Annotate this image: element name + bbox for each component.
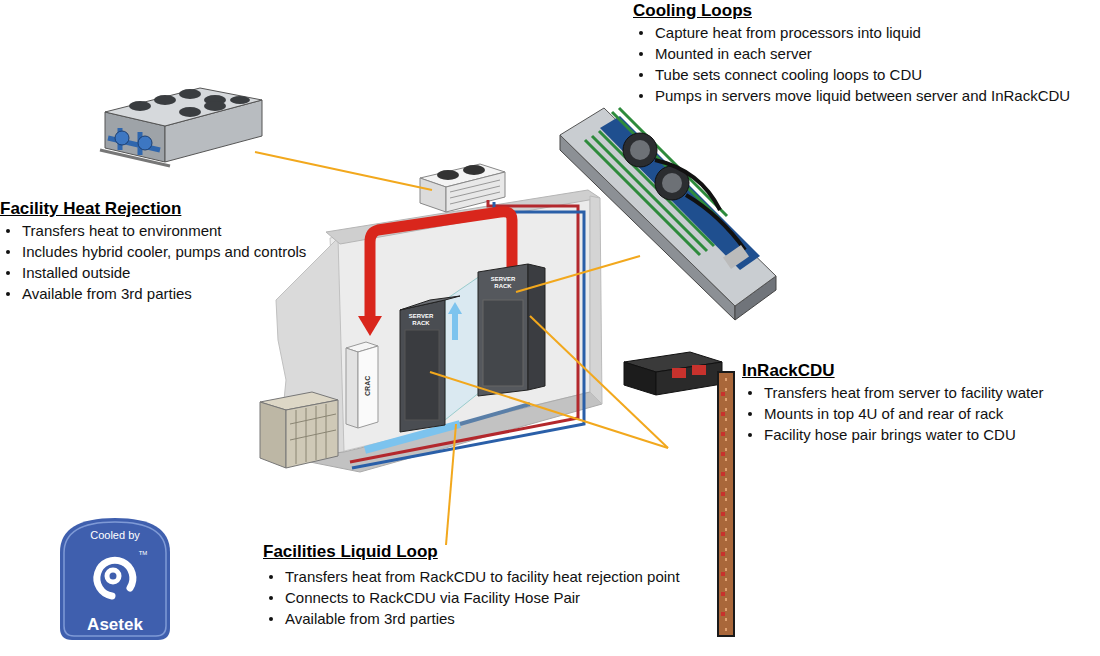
bullet-text: Capture heat from processors into liquid bbox=[655, 22, 1100, 43]
bullet-text: Tube sets connect cooling loops to CDU bbox=[655, 64, 1100, 85]
bullet-row: Connects to RackCDU via Facility Hose Pa… bbox=[263, 587, 743, 608]
bullet-dot bbox=[639, 31, 643, 35]
server-tray bbox=[560, 108, 776, 320]
cooling-loops-callout: Cooling LoopsCapture heat from processor… bbox=[633, 0, 1100, 106]
brand-name: Asetek bbox=[60, 616, 170, 633]
bullet-text: Facility hose pair brings water to CDU bbox=[764, 424, 1100, 445]
bullet-dot bbox=[748, 391, 752, 395]
bullet-dot bbox=[6, 229, 10, 233]
data-center-building bbox=[276, 190, 602, 472]
liquid-loop-callout: Facilities Liquid LoopTransfers heat fro… bbox=[263, 541, 743, 629]
bullet-text: Transfers heat from server to facility w… bbox=[764, 382, 1100, 403]
bullet-text: Connects to RackCDU via Facility Hose Pa… bbox=[285, 587, 743, 608]
rack-label: SERVER RACK bbox=[404, 313, 438, 326]
bullet-text: Transfers heat from RackCDU to facility … bbox=[285, 566, 743, 587]
bullet-dot bbox=[748, 412, 752, 416]
bullet-dot bbox=[269, 596, 273, 600]
cooled-by-badge: Cooled by TM Asetek bbox=[60, 518, 170, 640]
bullet-text: Pumps in servers move liquid between ser… bbox=[655, 85, 1100, 106]
callout-heading: Facility Heat Rejection bbox=[0, 198, 330, 220]
callout-heading: InRackCDU bbox=[742, 360, 1100, 382]
bullet-row: Tube sets connect cooling loops to CDU bbox=[633, 64, 1100, 85]
bullet-text: Available from 3rd parties bbox=[22, 283, 330, 304]
bullet-text: Installed outside bbox=[22, 262, 330, 283]
rack-label: SERVER RACK bbox=[484, 276, 522, 289]
callout-heading: Facilities Liquid Loop bbox=[263, 541, 743, 563]
bullet-row: Transfers heat from RackCDU to facility … bbox=[263, 566, 743, 587]
unit-label: CRAC bbox=[364, 366, 372, 406]
bullet-dot bbox=[639, 73, 643, 77]
bullet-text: Includes hybrid cooler, pumps and contro… bbox=[22, 241, 330, 262]
bullet-dot bbox=[639, 52, 643, 56]
bullet-dot bbox=[748, 433, 752, 437]
callout-heading: Cooling Loops bbox=[633, 0, 1100, 22]
trademark-mark: TM bbox=[136, 550, 150, 556]
bullet-row: Mounts in top 4U of and rear of rack bbox=[742, 403, 1100, 424]
bullet-text: Mounts in top 4U of and rear of rack bbox=[764, 403, 1100, 424]
inrack-cdu bbox=[624, 352, 734, 636]
outdoor-chiller bbox=[260, 392, 338, 468]
hybrid-cooler bbox=[100, 88, 262, 166]
bullet-row: Mounted in each server bbox=[633, 43, 1100, 64]
heat-rejection-callout: Facility Heat RejectionTransfers heat to… bbox=[0, 198, 330, 304]
bullet-row: Available from 3rd parties bbox=[263, 608, 743, 629]
bullet-row: Pumps in servers move liquid between ser… bbox=[633, 85, 1100, 106]
bullet-dot bbox=[269, 575, 273, 579]
bullet-text: Transfers heat to environment bbox=[22, 220, 330, 241]
bullet-row: Transfers heat from server to facility w… bbox=[742, 382, 1100, 403]
bullet-text: Mounted in each server bbox=[655, 43, 1100, 64]
badge-caption: Cooled by bbox=[60, 530, 170, 541]
bullet-row: Includes hybrid cooler, pumps and contro… bbox=[0, 241, 330, 262]
bullet-row: Transfers heat to environment bbox=[0, 220, 330, 241]
bullet-dot bbox=[639, 94, 643, 98]
leader-lines bbox=[255, 152, 668, 545]
bullet-text: Available from 3rd parties bbox=[285, 608, 743, 629]
bullet-row: Capture heat from processors into liquid bbox=[633, 22, 1100, 43]
bullet-row: Installed outside bbox=[0, 262, 330, 283]
bullet-dot bbox=[6, 250, 10, 254]
bullet-row: Available from 3rd parties bbox=[0, 283, 330, 304]
crac-unit bbox=[346, 342, 378, 428]
bullet-dot bbox=[6, 292, 10, 296]
bullet-dot bbox=[269, 617, 273, 621]
bullet-row: Facility hose pair brings water to CDU bbox=[742, 424, 1100, 445]
bullet-dot bbox=[6, 271, 10, 275]
inrackcdu-callout: InRackCDUTransfers heat from server to f… bbox=[742, 360, 1100, 445]
